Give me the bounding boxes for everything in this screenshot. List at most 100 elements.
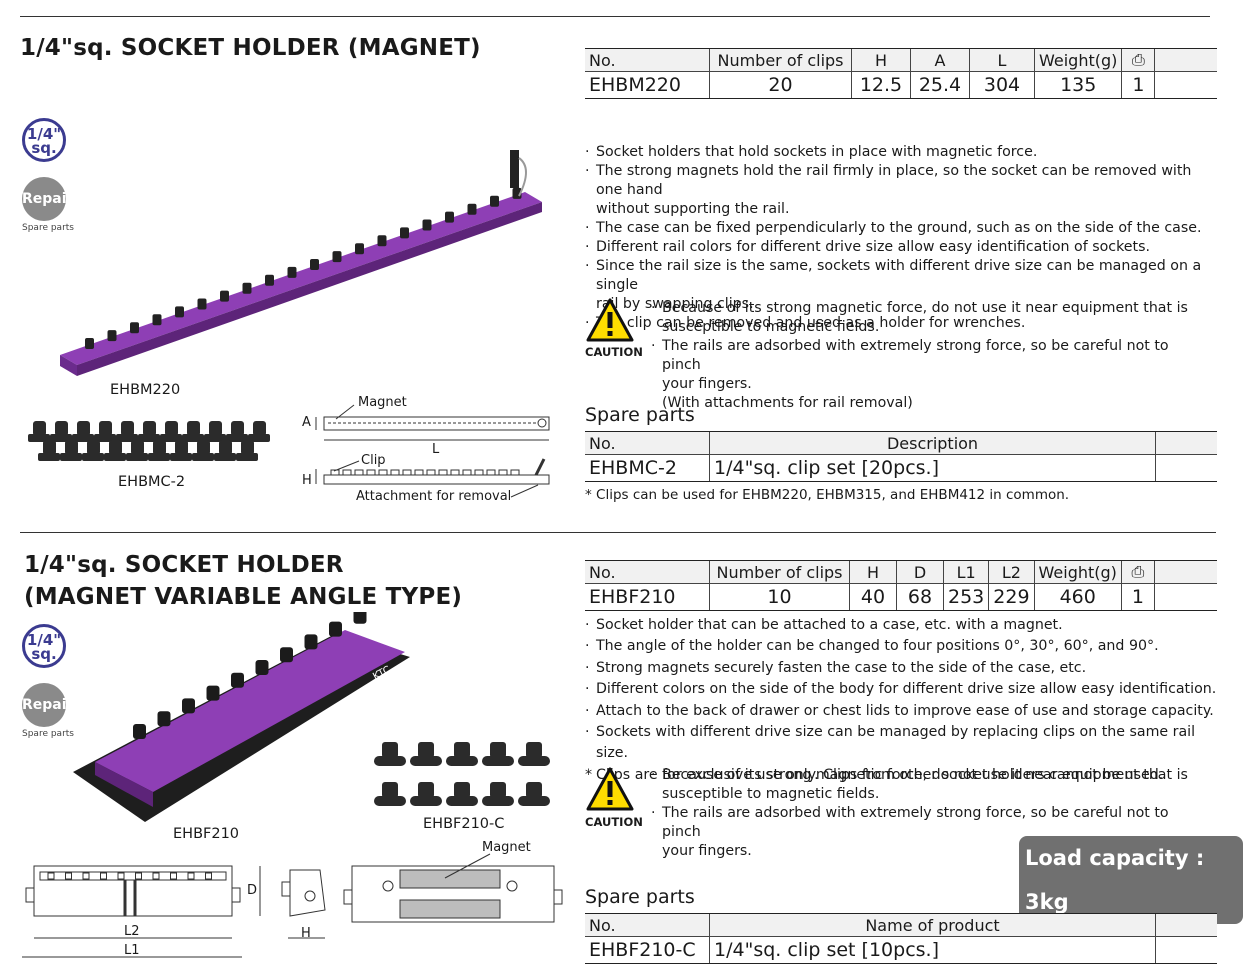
bullet: The case can be fixed perpendicularly to… bbox=[585, 219, 1220, 238]
ehbmc2-clips-illustration bbox=[28, 421, 270, 461]
bullet: Attach to the back of drawer or chest li… bbox=[585, 701, 1220, 723]
spec-value: EHBF210 bbox=[585, 583, 710, 611]
spare-value: EHBMC-2 bbox=[585, 454, 710, 482]
ehbf210c-clips-illustration bbox=[374, 742, 550, 806]
diagram-clip-label: Clip bbox=[361, 453, 386, 468]
spare-header: No. bbox=[585, 431, 710, 455]
spec-value: 1 bbox=[1120, 583, 1155, 611]
spec-header: H bbox=[851, 48, 911, 72]
spec-header: Weight(g) bbox=[1033, 560, 1122, 584]
section2-title-line1: 1/4"sq. SOCKET HOLDER bbox=[24, 552, 344, 578]
caution-line: Because of its strong magnetic force, do… bbox=[651, 766, 1211, 785]
spec-header: Weight(g) bbox=[1033, 48, 1122, 72]
spare-header bbox=[1155, 913, 1217, 937]
caution-line: The rails are adsorbed with extremely st… bbox=[651, 337, 1211, 375]
spec-header: Number of clips bbox=[709, 560, 850, 584]
diagram-attachment-label: Attachment for removal bbox=[356, 489, 512, 504]
spec-value bbox=[1153, 583, 1217, 611]
diagram-d-label: D bbox=[247, 883, 258, 898]
spec-value: 40 bbox=[849, 583, 897, 611]
spec-header: No. bbox=[585, 48, 710, 72]
spec-value: 20 bbox=[709, 71, 852, 99]
size-badge-sub: sq. bbox=[31, 645, 57, 663]
size-badge-sub: sq. bbox=[31, 139, 57, 157]
spec-value: 1 bbox=[1121, 71, 1155, 99]
caution-label: CAUTION bbox=[585, 345, 643, 359]
caution-line: susceptible to magnetic fields. bbox=[662, 786, 880, 802]
bullet: The angle of the holder can be changed t… bbox=[585, 636, 1220, 658]
ehbm220-illustration bbox=[60, 150, 542, 376]
diagram-l1-label: L1 bbox=[124, 943, 140, 958]
section2-spare-table: No. Name of product EHBF210-C 1/4"sq. cl… bbox=[585, 913, 1217, 964]
diagram-magnet-label: Magnet bbox=[482, 840, 531, 855]
size-badge-text: 1/4" bbox=[26, 631, 62, 649]
spec-value: 12.5 bbox=[851, 71, 911, 99]
caution-line: Because of its strong magnetic force, do… bbox=[651, 299, 1211, 318]
size-badge-text: 1/4" bbox=[26, 125, 62, 143]
spare-note: * Clips can be used for EHBM220, EHBM315… bbox=[585, 487, 1070, 503]
spare-value bbox=[1155, 454, 1217, 482]
spec-header: No. bbox=[585, 560, 710, 584]
caution-label: CAUTION bbox=[585, 815, 643, 829]
diagram-magnet-label: Magnet bbox=[358, 395, 407, 410]
spare-value: 1/4"sq. clip set [20pcs.] bbox=[709, 454, 1156, 482]
spec-value: 253 bbox=[942, 583, 989, 611]
section-divider bbox=[20, 532, 1216, 533]
repair-badge-sub: Spare parts bbox=[22, 729, 74, 739]
ehbf210-illustration: KTC bbox=[73, 612, 410, 822]
package-icon: ⎙ bbox=[1121, 48, 1155, 72]
section2-bullets: Socket holder that can be attached to a … bbox=[585, 615, 1220, 787]
bullet: Strong magnets securely fasten the case … bbox=[585, 658, 1220, 680]
spec-header: L1 bbox=[942, 560, 989, 584]
bullet: Different rail colors for different driv… bbox=[585, 238, 1220, 257]
clips-label: EHBF210-C bbox=[423, 816, 505, 832]
bullet: Socket holder that can be attached to a … bbox=[585, 615, 1220, 637]
caution-line: The rails are adsorbed with extremely st… bbox=[651, 804, 1211, 842]
spec-value: 25.4 bbox=[910, 71, 970, 99]
section2-caution-text: Because of its strong magnetic force, do… bbox=[651, 766, 1211, 861]
spec-header bbox=[1153, 560, 1217, 584]
bullet: Different colors on the side of the body… bbox=[585, 679, 1220, 701]
section1-bullets: Socket holders that hold sockets in plac… bbox=[585, 143, 1220, 333]
spec-value: 304 bbox=[969, 71, 1035, 99]
caution-icon bbox=[586, 767, 634, 811]
spec-value: EHBM220 bbox=[585, 71, 710, 99]
repair-badge: Repair bbox=[22, 683, 73, 727]
bullet: Since the rail size is the same, sockets… bbox=[585, 257, 1220, 295]
package-icon: ⎙ bbox=[1120, 560, 1155, 584]
clips-label: EHBMC-2 bbox=[118, 474, 186, 490]
repair-badge-sub: Spare parts bbox=[22, 223, 74, 233]
caution-line: your fingers. bbox=[662, 843, 752, 859]
section1-spec-table: No. Number of clips H A L Weight(g) ⎙ EH… bbox=[585, 48, 1217, 99]
spec-value bbox=[1154, 71, 1217, 99]
ehbf210-dimension-diagram bbox=[22, 853, 563, 958]
spec-value: 10 bbox=[709, 583, 850, 611]
ehbm220-dimension-diagram bbox=[315, 404, 550, 498]
spec-header: L2 bbox=[988, 560, 1035, 584]
bullet-cont: without supporting the rail. bbox=[596, 201, 790, 217]
product-label: EHBF210 bbox=[173, 826, 240, 842]
size-badge: 1/4" sq. bbox=[22, 624, 66, 668]
spec-value: 460 bbox=[1033, 583, 1122, 611]
spare-header: No. bbox=[585, 913, 710, 937]
spec-header: A bbox=[910, 48, 970, 72]
diagram-l2-label: L2 bbox=[124, 924, 140, 939]
spare-header bbox=[1155, 431, 1217, 455]
caution-line: (With attachments for rail removal) bbox=[662, 395, 913, 411]
bullet: The strong magnets hold the rail firmly … bbox=[585, 162, 1220, 200]
spec-header: H bbox=[849, 560, 897, 584]
section1-spare-table: No. Description EHBMC-2 1/4"sq. clip set… bbox=[585, 431, 1217, 482]
caution-icon bbox=[586, 298, 634, 342]
diagram-a-label: A bbox=[302, 415, 311, 430]
spare-value bbox=[1155, 936, 1217, 964]
spare-value: EHBF210-C bbox=[585, 936, 710, 964]
spare-header: Description bbox=[709, 431, 1156, 455]
spec-value: 68 bbox=[896, 583, 944, 611]
product-label: EHBM220 bbox=[110, 382, 181, 398]
spec-header: D bbox=[896, 560, 944, 584]
bullet: Socket holders that hold sockets in plac… bbox=[585, 143, 1220, 162]
spare-header: Name of product bbox=[709, 913, 1156, 937]
diagram-l-label: L bbox=[432, 442, 440, 457]
load-capacity-badge: Load capacity : 3kg bbox=[1019, 836, 1243, 924]
diagram-h-label: H bbox=[302, 473, 312, 488]
